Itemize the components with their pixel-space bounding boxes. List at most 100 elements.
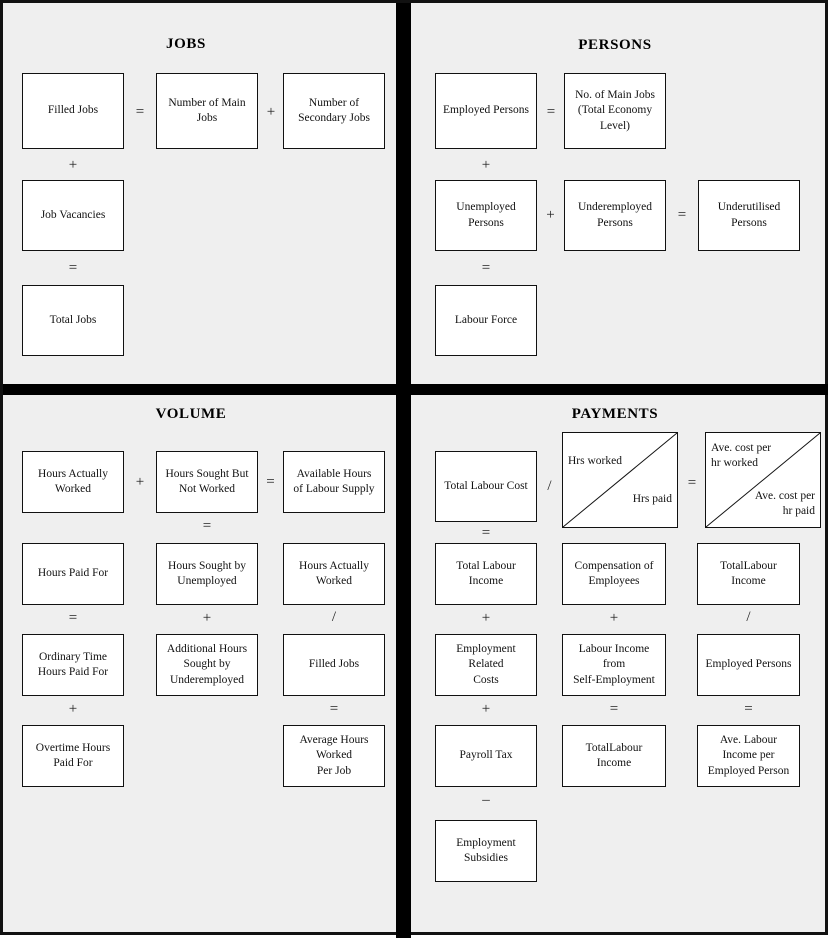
box-label: Payroll Tax — [459, 749, 513, 762]
box-label: Total Jobs — [49, 313, 97, 326]
operator-plus-erc-payroll: + — [481, 701, 491, 717]
box-total-jobs: Total Jobs — [22, 285, 124, 356]
box-total-labour-cost: Total Labour Cost — [435, 451, 537, 522]
diagonal-divider-line — [563, 433, 677, 527]
quadrant-payments: PAYMENTS Total Labour Cost / Hrs worked … — [411, 395, 828, 935]
box-label: Filled Jobs — [47, 104, 99, 117]
operator-eq-filledjobs-avghours: = — [329, 701, 339, 717]
operator-eq-vacancies-total: = — [68, 260, 78, 276]
operator-eq-unemployed-labourforce: = — [481, 260, 491, 276]
diagonal-divider-line — [706, 433, 820, 527]
split-box-hrs-worked-hrs-paid: Hrs worked Hrs paid — [562, 432, 678, 528]
operator-plus-unemployed-underemployed: + — [546, 207, 555, 223]
box-label: Filled Jobs — [308, 658, 360, 671]
operator-eq-filled-main: = — [135, 104, 145, 120]
box-label: Employed Persons — [443, 104, 529, 117]
operator-eq-employed-mainjobs: = — [546, 104, 556, 120]
operator-eq-hpf-othpf: = — [68, 610, 78, 626]
operator-plus-othpf-overtime: + — [68, 701, 78, 717]
operator-div-cost-hrs: / — [547, 478, 552, 494]
split-label-bottom-right: Hrs paid — [632, 493, 672, 506]
quadrant-persons: PERSONS Employed Persons = No. of Main J… — [411, 6, 828, 384]
box-payroll-tax: Payroll Tax — [435, 725, 537, 787]
vertical-divider — [396, 3, 411, 938]
box-labour-force: Labour Force — [435, 285, 537, 356]
box-filled-jobs-volume: Filled Jobs — [283, 634, 385, 696]
operator-eq-underemployed-underutilised: = — [677, 207, 687, 223]
box-label: Hours Paid For — [37, 567, 109, 580]
operator-eq-hrs-avecost: = — [687, 475, 697, 491]
operator-eq-tlc-tli: = — [481, 525, 491, 541]
box-label: Labour Force — [454, 313, 518, 326]
operator-div-tli3-employed: / — [746, 609, 751, 625]
horizontal-divider — [3, 384, 828, 395]
box-label: Job Vacancies — [40, 208, 106, 221]
box-job-vacancies: Job Vacancies — [22, 180, 124, 251]
operator-div-haw2-filledjobs: / — [331, 609, 337, 625]
operator-plus-hsbu-addl: + — [202, 610, 212, 626]
operator-plus-haw-hsbnw: + — [135, 474, 145, 490]
split-label-top-left: Hrs worked — [568, 455, 622, 467]
box-label: Total Labour Cost — [444, 479, 528, 492]
box-employed-persons: Employed Persons — [435, 73, 537, 149]
operator-plus-coe-lise: + — [609, 610, 619, 626]
quadrant-title-jobs: JOBS — [166, 36, 206, 52]
operator-plus-employed-unemployed: + — [481, 157, 491, 173]
operator-eq-lise-tli2: = — [609, 701, 619, 717]
quadrant-title-volume: VOLUME — [155, 406, 227, 422]
operator-eq-hsbnw-hsbu: = — [202, 518, 212, 534]
box-hours-paid-for: Hours Paid For — [22, 543, 124, 605]
operator-eq-hsbnw-available: = — [266, 474, 275, 490]
operator-plus-tli-erc: + — [481, 610, 491, 626]
box-employed-persons-payments: Employed Persons — [697, 634, 800, 696]
box-label: Employed Persons — [705, 658, 792, 671]
operator-eq-employed-avelabourincome: = — [744, 701, 753, 717]
